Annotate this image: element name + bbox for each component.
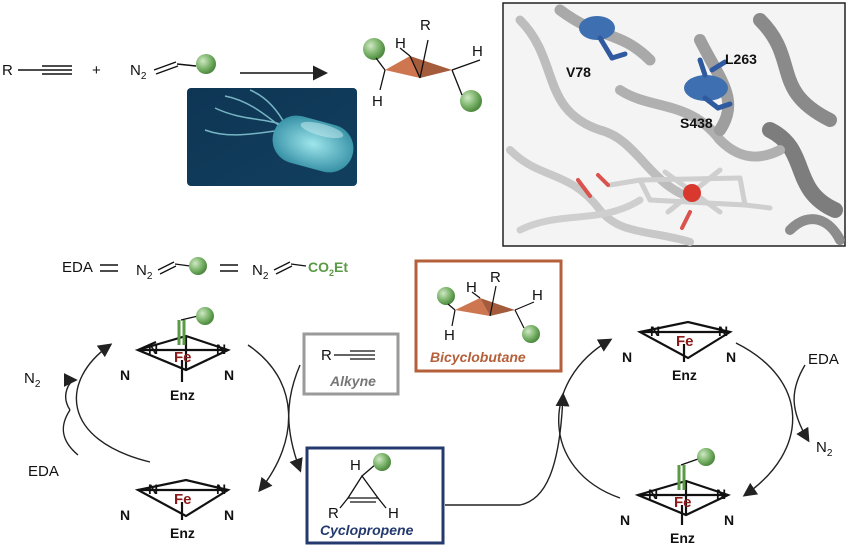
top-reaction: R + N2 bbox=[2, 17, 483, 186]
eda-definition: EDA N2 N2 CO2Et bbox=[62, 257, 348, 282]
porphyrin-resting-left: N N N N Fe Enz bbox=[120, 478, 234, 541]
porphyrin-carbene-right: N N N N Fe Enz bbox=[620, 448, 734, 546]
diazo-n2-label: N2 bbox=[130, 62, 147, 82]
n-label: N bbox=[216, 481, 226, 497]
enz-label: Enz bbox=[672, 367, 697, 383]
alkyne-box-label: Alkyne bbox=[329, 373, 376, 389]
product-ball-left-icon bbox=[363, 38, 385, 60]
carbene-ball-icon bbox=[697, 448, 715, 466]
n-label: N bbox=[648, 486, 658, 502]
diazo-double-bond bbox=[153, 61, 179, 75]
n-label: N bbox=[716, 486, 726, 502]
eda-label: EDA bbox=[62, 259, 93, 276]
enz-label: Enz bbox=[170, 525, 195, 541]
n-label: N bbox=[216, 341, 226, 357]
porphyrin-resting-right: N N N N Fe Enz bbox=[622, 320, 736, 383]
n-label: N bbox=[724, 512, 734, 528]
residue-s438-label: S438 bbox=[680, 115, 713, 131]
product-h-left-label: H bbox=[372, 93, 383, 110]
fe-label: Fe bbox=[174, 491, 192, 508]
bcb-r-label: R bbox=[490, 269, 501, 286]
bicyclobutane-box: R H H H Bicyclobutane bbox=[414, 259, 563, 373]
eda-n2-label: N2 bbox=[136, 262, 153, 282]
n-label: N bbox=[726, 349, 736, 365]
residue-v78-label: V78 bbox=[566, 64, 591, 80]
alkyne-box: R Alkyne bbox=[302, 332, 400, 396]
highlighted-residues bbox=[579, 16, 733, 111]
protein-structure-panel: V78 L263 S438 bbox=[502, 2, 846, 247]
n-label: N bbox=[224, 507, 234, 523]
bacterium-image bbox=[187, 88, 357, 186]
n-label: N bbox=[718, 323, 728, 339]
enz-label: Enz bbox=[670, 530, 695, 546]
alkyne-box-r-label: R bbox=[321, 347, 332, 364]
residue-l263-label: L263 bbox=[725, 51, 757, 67]
right-n2-label: N2 bbox=[816, 439, 833, 459]
diazo-carbon-bond bbox=[176, 63, 197, 67]
bcb-ball-right-icon bbox=[522, 325, 540, 343]
eda-n2-label-2: N2 bbox=[252, 262, 269, 282]
heme-cofactor bbox=[576, 167, 773, 230]
eda-ester-label: CO2Et bbox=[308, 259, 348, 278]
alkyne-r-label: R bbox=[2, 62, 13, 79]
enz-label: Enz bbox=[170, 387, 195, 403]
n-label: N bbox=[120, 507, 130, 523]
substituent-ball-icon bbox=[196, 54, 216, 74]
n-label: N bbox=[120, 367, 130, 383]
bcb-h-left-label: H bbox=[444, 327, 455, 344]
fe-label: Fe bbox=[676, 333, 694, 350]
cyclopropene-h-right-label: H bbox=[388, 505, 399, 522]
fe-label: Fe bbox=[174, 349, 192, 366]
cyclopropene-box: H R H Cyclopropene bbox=[305, 446, 445, 545]
iron-atom-icon bbox=[683, 184, 701, 202]
porphyrin-carbene-left: N N N N Fe Enz bbox=[120, 307, 234, 403]
n-label: N bbox=[148, 481, 158, 497]
cyclopropene-ball-icon bbox=[373, 453, 391, 471]
n-label: N bbox=[224, 367, 234, 383]
cyclopropene-box-label: Cyclopropene bbox=[320, 522, 414, 538]
product-h-right-label: H bbox=[472, 43, 483, 60]
alkyne-triple-bond bbox=[42, 65, 72, 75]
eda-ball-icon bbox=[189, 257, 207, 275]
left-eda-label: EDA bbox=[28, 463, 59, 480]
product-h-top-label: H bbox=[395, 35, 406, 52]
right-eda-label: EDA bbox=[808, 351, 839, 368]
bicyclobutane-box-label: Bicyclobutane bbox=[430, 349, 526, 365]
product-r-label: R bbox=[420, 17, 431, 34]
bcb-ball-left-icon bbox=[437, 287, 455, 305]
cyclopropene-r-label: R bbox=[328, 505, 339, 522]
left-n2-label: N2 bbox=[24, 370, 41, 390]
n-label: N bbox=[620, 512, 630, 528]
cyclopropene-h-top-label: H bbox=[350, 457, 361, 474]
plus-sign: + bbox=[92, 62, 101, 79]
bcb-h-top-label: H bbox=[466, 279, 477, 296]
n-label: N bbox=[148, 341, 158, 357]
product-ball-right-icon bbox=[460, 90, 482, 112]
n-label: N bbox=[650, 323, 660, 339]
n-label: N bbox=[622, 349, 632, 365]
fe-label: Fe bbox=[674, 494, 692, 511]
bcb-h-right-label: H bbox=[532, 287, 543, 304]
catalytic-cycle-arrows bbox=[62, 338, 810, 506]
carbene-ball-icon bbox=[196, 307, 214, 325]
bicyclobutane-product: R H H H bbox=[363, 17, 483, 112]
